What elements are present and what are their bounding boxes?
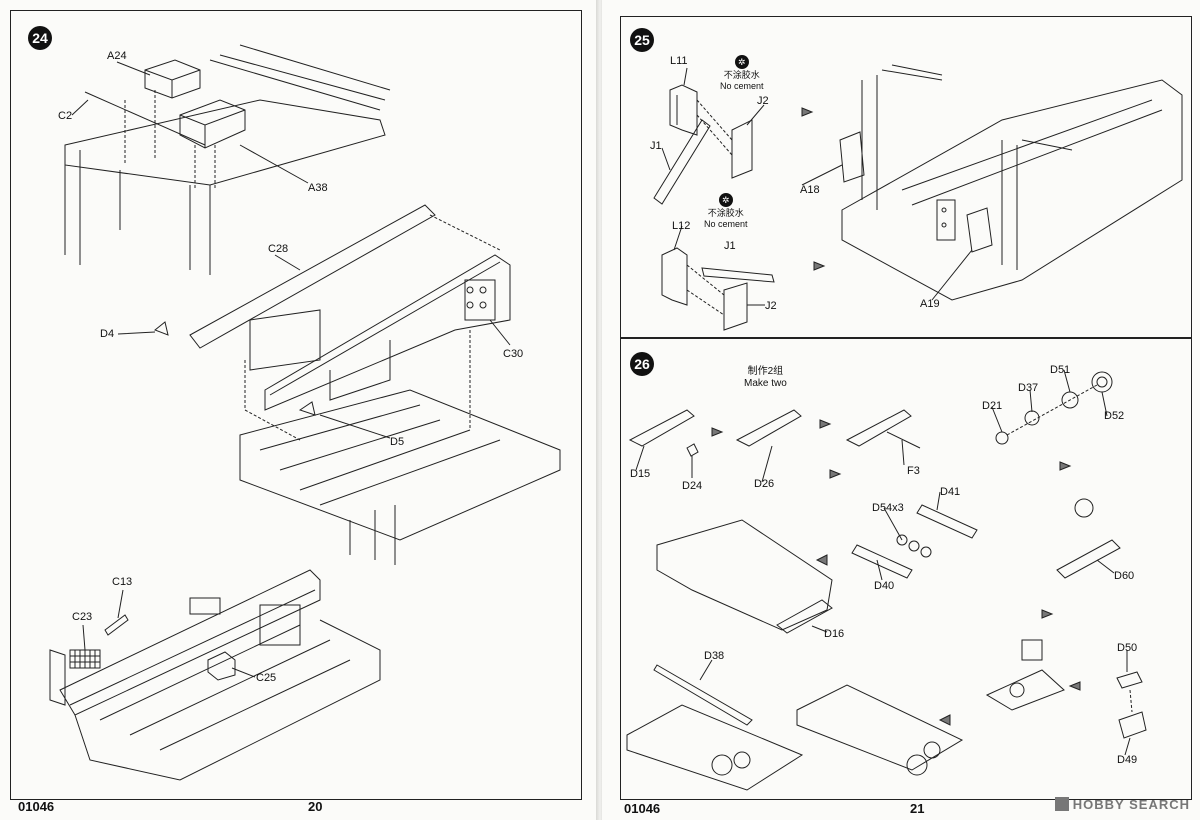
no-cement-icon: ✲ [718, 193, 733, 207]
label-d4: D4 [100, 328, 115, 340]
label-d37: D37 [1018, 382, 1039, 394]
label-d41: D41 [940, 486, 961, 498]
d52-part [1091, 371, 1113, 393]
label-a19: A19 [920, 298, 940, 310]
label-d52: D52 [1104, 410, 1125, 422]
label-d26: D26 [754, 478, 775, 490]
page-number-21: 21 [910, 801, 925, 816]
label-d24: D24 [682, 480, 703, 492]
label-d51: D51 [1050, 364, 1071, 376]
label-f3: F3 [907, 465, 920, 477]
d15-part [628, 409, 695, 447]
left-page: 24 [0, 0, 598, 820]
label-d40: D40 [874, 580, 895, 592]
j2-part-bottom [723, 282, 748, 331]
step-26-badge: 26 [630, 352, 654, 376]
d50-part [1116, 671, 1143, 689]
label-j1-top: J1 [650, 140, 662, 152]
d60-part [1056, 539, 1121, 579]
label-c2: C2 [58, 110, 73, 122]
step-24-frame [10, 10, 582, 800]
label-a18: A18 [800, 184, 820, 196]
label-d50: D50 [1117, 642, 1138, 654]
d16-part [776, 599, 833, 634]
label-c25: C25 [256, 672, 277, 684]
label-d16: D16 [824, 628, 845, 640]
label-d15: D15 [630, 468, 651, 480]
a19-part [966, 207, 993, 253]
label-c30: C30 [503, 348, 524, 360]
step-25-26-drawing [626, 64, 1183, 791]
d37-part [1024, 410, 1040, 426]
label-c28: C28 [268, 243, 289, 255]
a24-part [144, 59, 201, 99]
label-d38: D38 [704, 650, 725, 662]
step-25-badge: 25 [630, 28, 654, 52]
c30-part [264, 254, 511, 411]
l11-part [669, 84, 698, 136]
catalog-number-right: 01046 [624, 801, 661, 816]
step-24-drawing [49, 44, 561, 781]
c25-part [207, 651, 236, 681]
page-number-20: 20 [308, 799, 323, 814]
catalog-number-left: 01046 [18, 799, 55, 814]
label-l11: L11 [670, 55, 688, 67]
j1-part-top [653, 119, 711, 205]
label-d5: D5 [390, 436, 405, 448]
book-gutter [596, 0, 604, 820]
a38-part [179, 99, 246, 149]
d26-part [735, 409, 802, 447]
label-d21: D21 [982, 400, 1003, 412]
a18-part [839, 131, 865, 183]
d24-part [686, 443, 699, 457]
label-d54x3: D54x3 [872, 502, 904, 514]
d4-part [154, 321, 169, 336]
c23-part [69, 649, 101, 669]
make-two-note: 制作2组 Make two [744, 366, 787, 389]
f3-part [886, 431, 921, 449]
d41-part [916, 504, 978, 539]
hobby-search-logo-icon [1054, 797, 1069, 811]
step-24-badge: 24 [28, 26, 52, 50]
label-l12: L12 [672, 220, 691, 232]
d38-part [653, 664, 753, 726]
label-a24: A24 [107, 50, 127, 62]
no-cement-note-bottom: ✲ 不涂胶水 No cement [704, 193, 748, 229]
d21-part [995, 431, 1009, 445]
l12-part [661, 247, 688, 306]
c28-part [189, 204, 436, 349]
label-c23: C23 [72, 611, 93, 623]
c13-part [104, 614, 129, 636]
label-d60: D60 [1114, 570, 1135, 582]
label-j1-bottom: J1 [724, 240, 736, 252]
d49-part [1118, 711, 1147, 739]
label-d49: D49 [1117, 754, 1138, 766]
right-page: 25 26 ✲ 不涂胶水 No cement ✲ 不涂胶水 No cement … [602, 0, 1200, 820]
j2-part-top [731, 119, 753, 179]
d5-part [298, 401, 316, 416]
hobby-search-watermark: HOBBY SEARCH [1054, 797, 1190, 812]
label-c13: C13 [112, 576, 133, 588]
label-j2-top: J2 [757, 95, 769, 107]
j1-part-bottom [701, 267, 775, 283]
label-j2-bottom: J2 [765, 300, 777, 312]
no-cement-note-top: ✲ 不涂胶水 No cement [720, 55, 764, 91]
step-25-frame [620, 16, 1192, 338]
label-a38: A38 [308, 182, 328, 194]
d40-part [851, 544, 913, 579]
c2-part [84, 91, 206, 146]
step-26-frame [620, 338, 1192, 800]
no-cement-icon: ✲ [734, 55, 749, 69]
